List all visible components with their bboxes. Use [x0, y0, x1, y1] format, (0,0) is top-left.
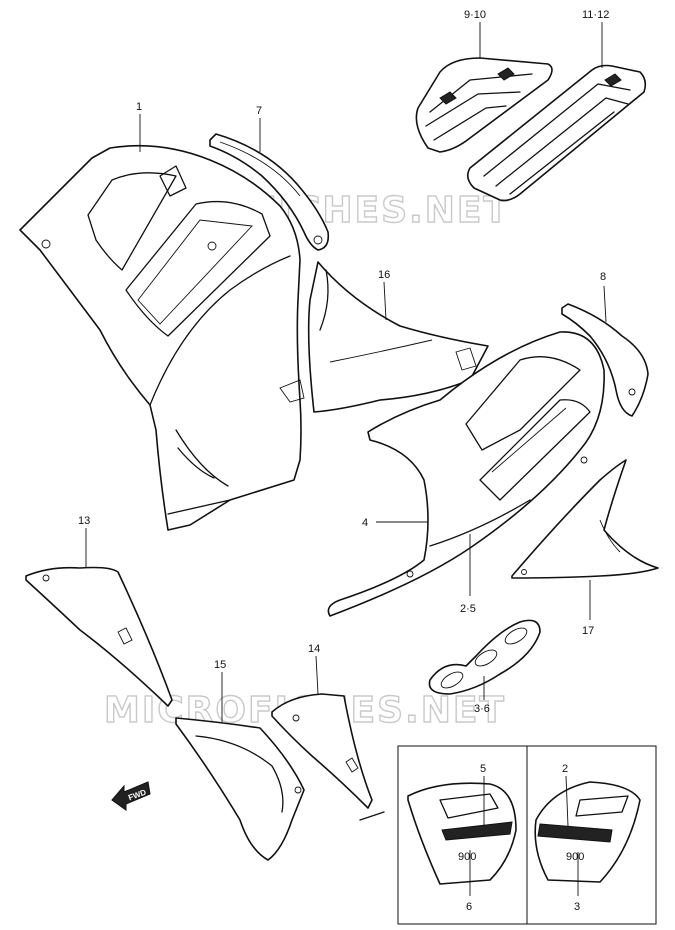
leader-lines [85, 22, 607, 896]
part-4-lower-cowl [327, 331, 605, 617]
inset-right-decal: 900 [566, 851, 584, 863]
callout-14: 14 [308, 643, 320, 655]
inset-box: 900 900 [397, 745, 657, 925]
part-8-side-piece [561, 303, 649, 417]
decal-900 [428, 619, 541, 695]
fwd-arrow-icon: FWD [111, 781, 151, 811]
part-13-panel [25, 566, 173, 707]
callout-11-12: 11·12 [582, 9, 609, 21]
callout-2-5: 2·5 [460, 603, 476, 615]
callout-1: 1 [136, 101, 142, 113]
part-9-10-grille [415, 57, 553, 153]
part-16-inner-panel [307, 261, 489, 413]
part-11-12-grille [466, 64, 647, 202]
callout-7: 7 [256, 105, 262, 117]
callout-17: 17 [582, 625, 594, 637]
part-15-panel [175, 717, 305, 861]
inset-callout-3: 3 [574, 901, 580, 913]
part-1-upper-cowl [19, 144, 305, 531]
part-7-trim [209, 133, 330, 251]
inset-left-decal: 900 [458, 851, 476, 863]
callout-13: 13 [78, 515, 90, 527]
inset-callout-6: 6 [466, 901, 472, 913]
callout-15: 15 [214, 659, 226, 671]
callout-9-10: 9·10 [464, 9, 486, 21]
inset-callout-5: 5 [480, 763, 486, 775]
part-14-panel [271, 693, 385, 821]
callout-8: 8 [600, 271, 606, 283]
callout-3-6: 3·6 [474, 703, 490, 715]
inset-callout-2: 2 [562, 763, 568, 775]
callout-16: 16 [378, 269, 390, 281]
callout-4: 4 [362, 517, 368, 529]
part-17-lower-piece [511, 459, 659, 579]
